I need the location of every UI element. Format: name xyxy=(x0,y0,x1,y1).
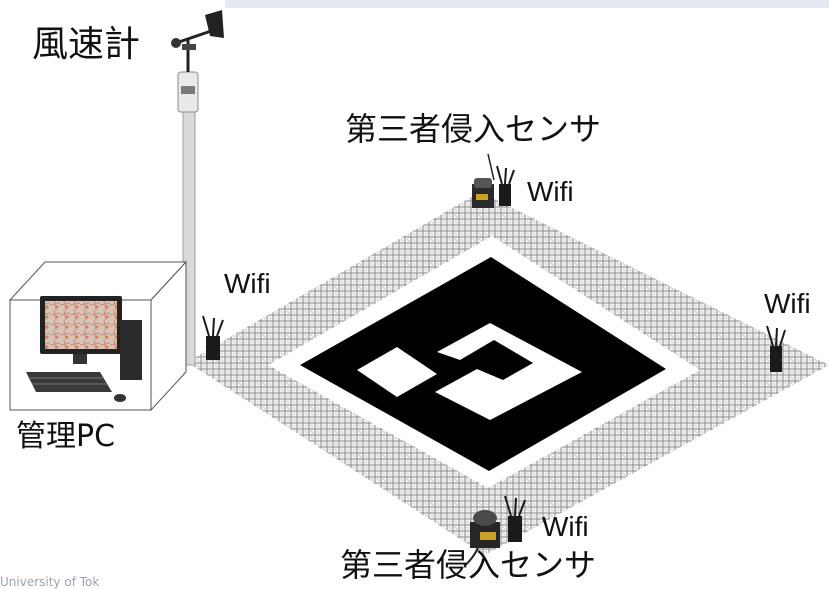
anemometer-label: 風速計 xyxy=(32,24,141,65)
desktop-pc-icon xyxy=(8,260,188,412)
wifi-router-icon xyxy=(202,315,224,360)
wifi-router-icon xyxy=(504,495,526,542)
anemometer-icon xyxy=(171,10,224,72)
wifi-label-top: Wifi xyxy=(527,176,574,207)
management-pc-label: 管理PC xyxy=(16,419,116,454)
wifi-label-right: Wifi xyxy=(764,288,811,319)
intrusion-sensor-label-bottom: 第三者侵入センサ xyxy=(340,546,597,584)
top-accent-bar xyxy=(225,0,829,8)
lidar-sensor-icon xyxy=(472,153,495,208)
marker-cell-left xyxy=(357,347,437,397)
marker-cell-center xyxy=(435,323,582,420)
intrusion-sensor-label-top: 第三者侵入センサ xyxy=(345,110,602,148)
wifi-router-icon xyxy=(496,165,515,206)
footer-note: University of Tok xyxy=(0,575,100,589)
ground-marker xyxy=(187,192,829,555)
marker-black-body xyxy=(300,257,666,471)
lidar-sensor-icon xyxy=(463,510,500,567)
wifi-label-bottom: Wifi xyxy=(542,511,589,542)
wifi-label-left: Wifi xyxy=(224,268,271,299)
wifi-router-icon xyxy=(766,325,786,372)
